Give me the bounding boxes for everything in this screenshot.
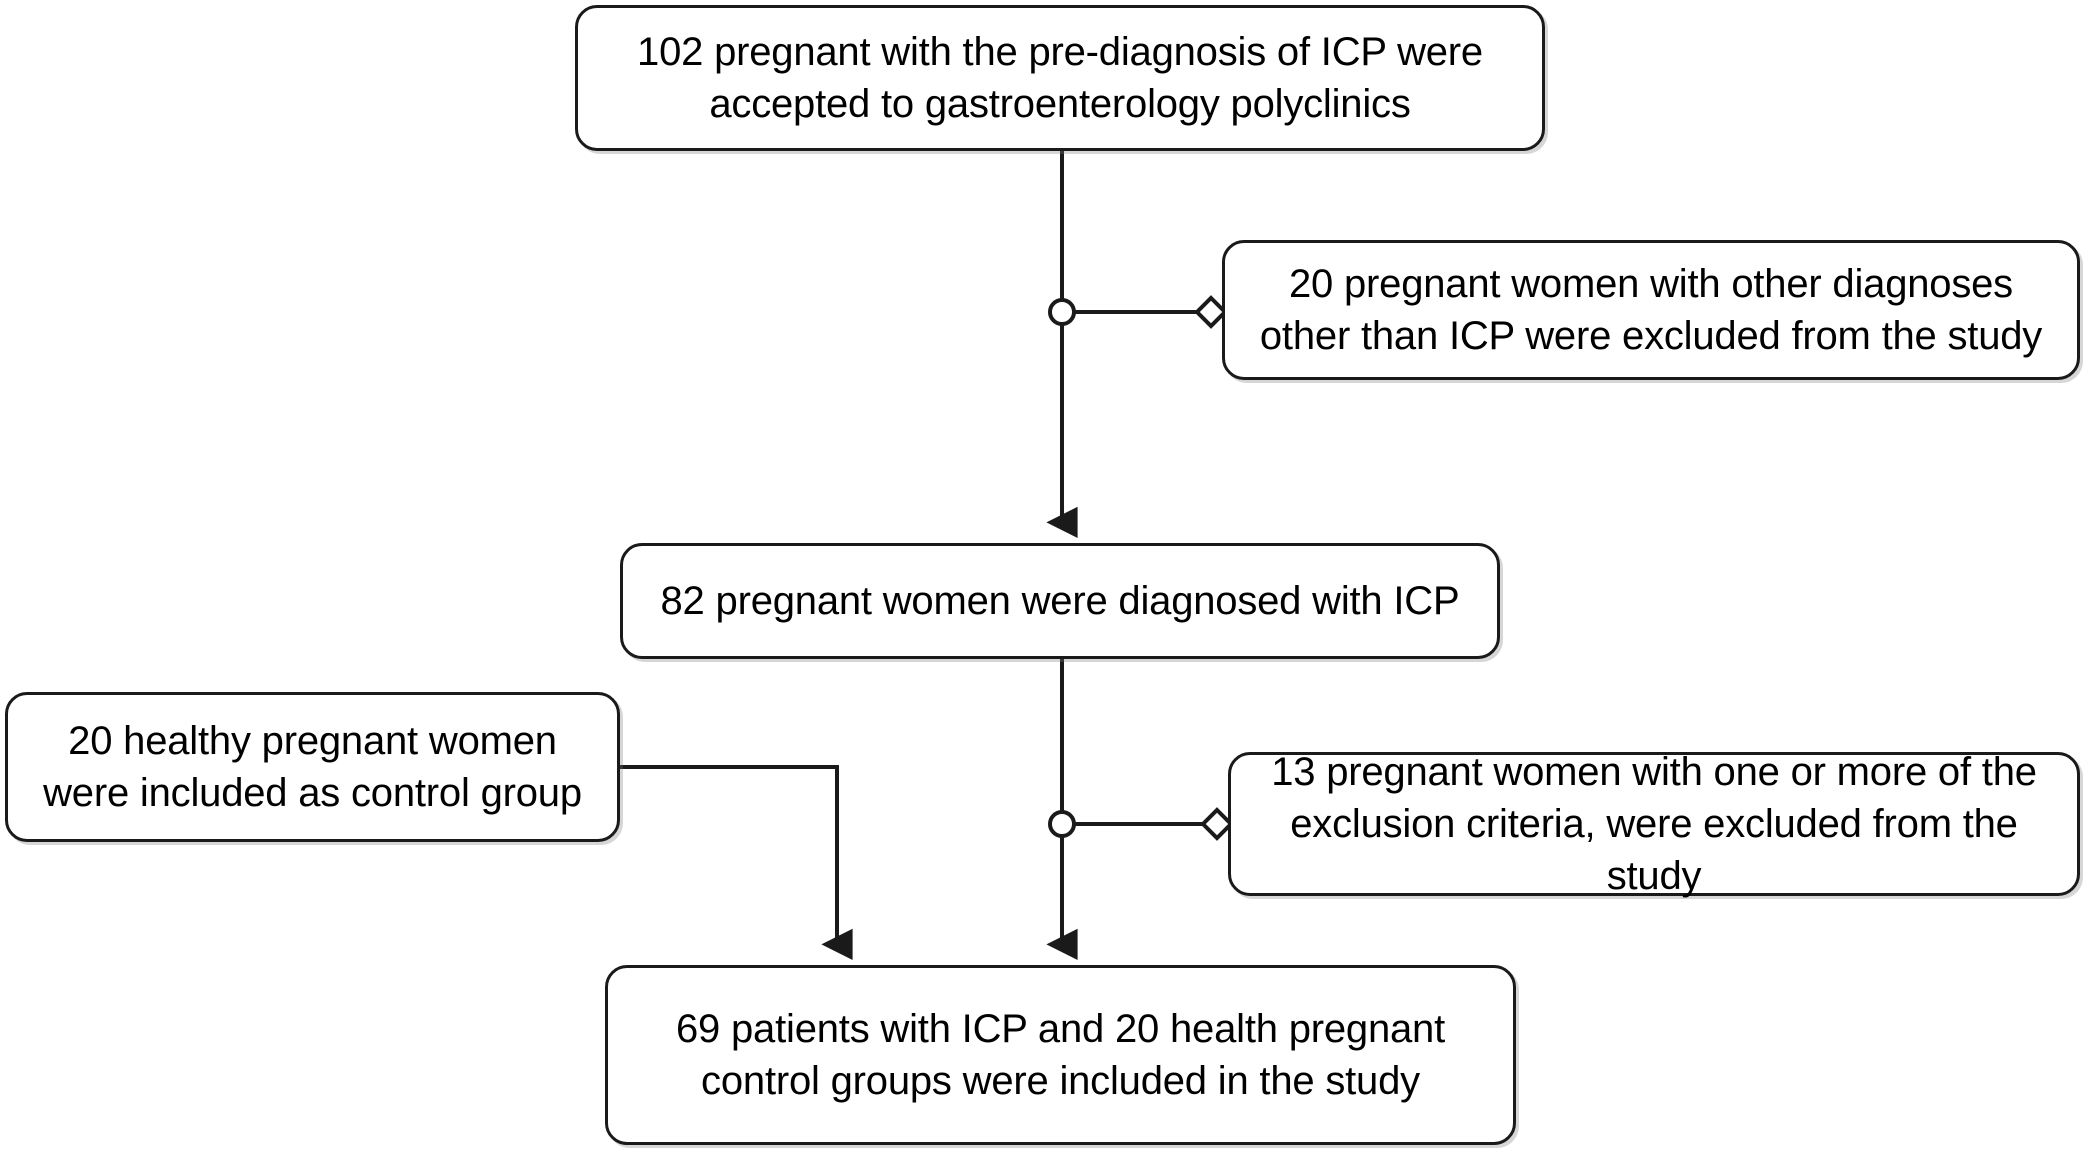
node-final-cohort-label: 69 patients with ICP and 20 health pregn… [676,1007,1445,1103]
node-excluded-1-label: 20 pregnant women with other diagnoses o… [1259,262,2043,358]
edge-diagnosed-to-excluded-2 [1048,807,1234,841]
node-diagnosed: 82 pregnant women were diagnosed with IC… [620,543,1500,659]
connector-diamond-2 [1200,807,1234,841]
node-enrolled-label: 102 pregnant with the pre-diagnosis of I… [637,30,1483,126]
connector-circle-1 [1048,298,1076,326]
edge-control-to-final [620,765,853,961]
node-excluded-1: 20 pregnant women with other diagnoses o… [1222,240,2080,380]
node-excluded-2-label: 13 pregnant women with one or more of th… [1271,750,2037,898]
connector-circle-2 [1048,810,1076,838]
node-final-cohort: 69 patients with ICP and 20 health pregn… [605,965,1516,1145]
node-enrolled: 102 pregnant with the pre-diagnosis of I… [575,5,1545,151]
edge-enrolled-to-excluded-1 [1048,295,1228,329]
connector-diamond-1 [1194,295,1228,329]
node-excluded-2: 13 pregnant women with one or more of th… [1228,750,2080,898]
node-control-group-label: 20 healthy pregnant women were included … [43,719,582,815]
node-diagnosed-label: 82 pregnant women were diagnosed with IC… [660,579,1460,623]
node-control-group: 20 healthy pregnant women were included … [5,692,620,842]
